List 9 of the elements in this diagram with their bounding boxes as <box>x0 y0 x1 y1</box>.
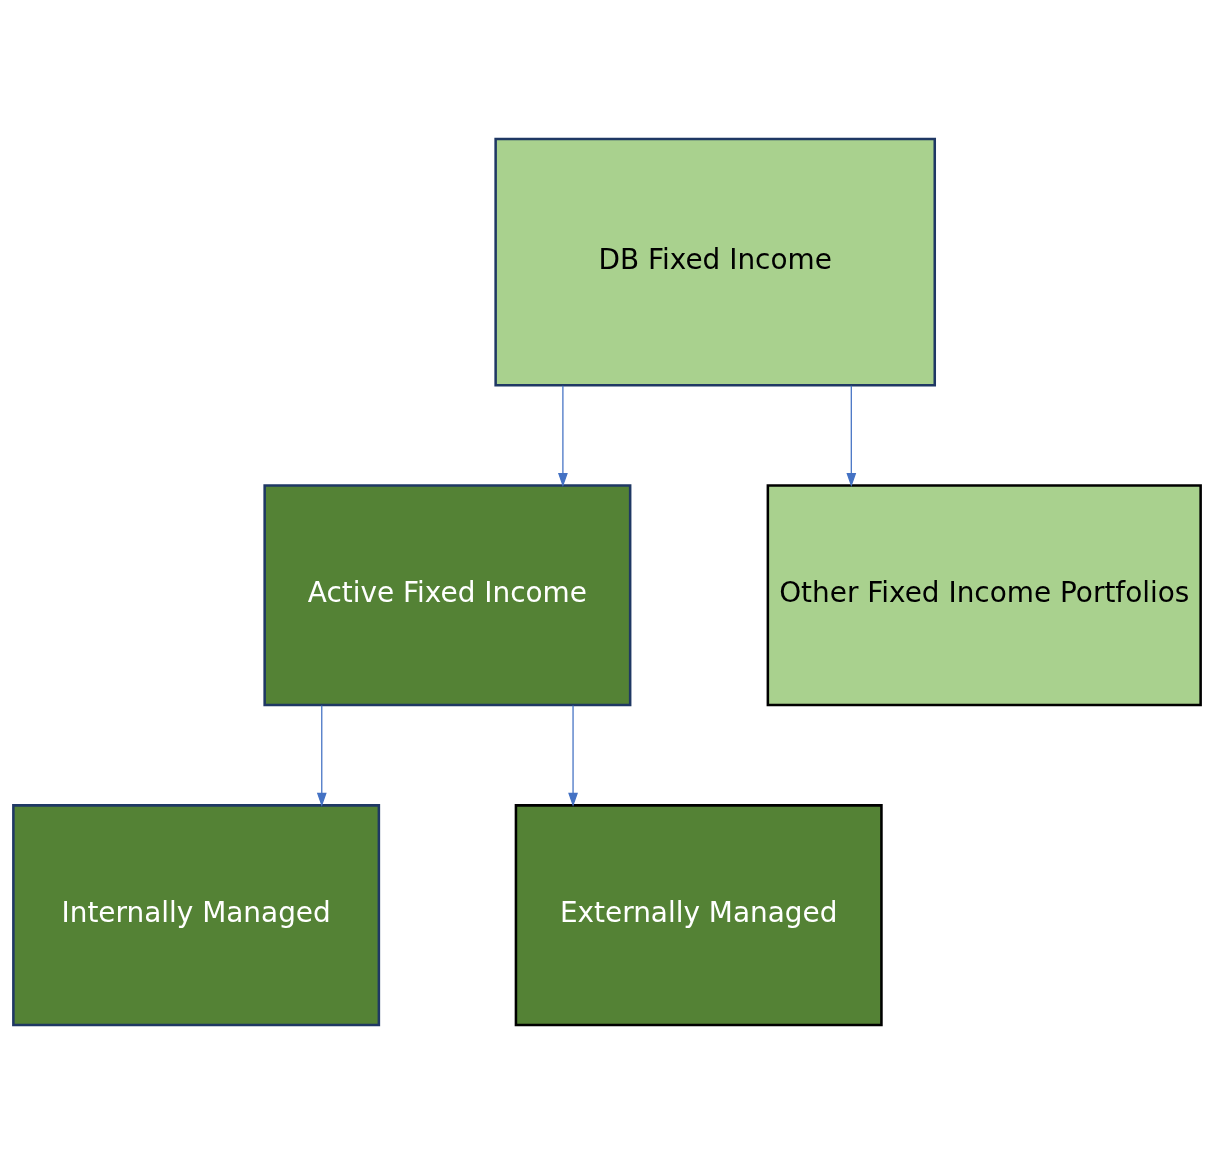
node-box: DB Fixed Income <box>494 137 936 387</box>
arrow <box>316 704 327 807</box>
arrow <box>846 384 857 487</box>
node-box: Active Fixed Income <box>263 483 632 706</box>
arrow <box>558 384 568 487</box>
arrow <box>568 704 578 807</box>
node-box: Internally Managed <box>12 803 381 1026</box>
node-box: Other Fixed Income Portfolios <box>766 483 1202 706</box>
node-box: Externally Managed <box>514 803 883 1026</box>
